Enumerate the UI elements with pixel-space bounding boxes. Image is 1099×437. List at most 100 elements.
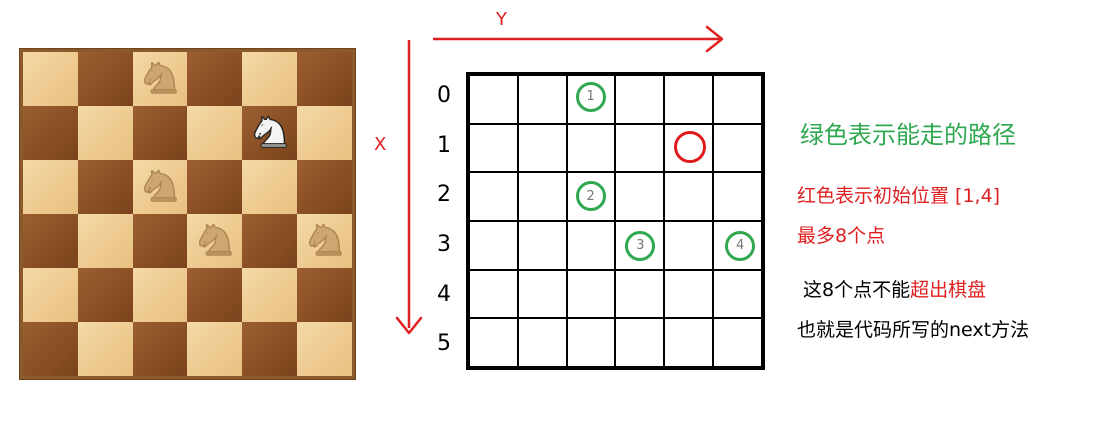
board-square [297,160,352,214]
grid-cell [566,318,616,367]
grid-cell [713,221,762,270]
ghost-knight-icon [139,163,181,211]
grid-cell [469,221,518,270]
move-marker: 1 [575,81,606,112]
board-square [132,106,188,160]
chessboard-frame [19,48,356,380]
legend-boundary: 这8个点不能超出棋盘 [803,275,986,302]
grid-cell [615,75,665,124]
board-square [242,160,298,214]
board-square [77,268,133,322]
x-axis-arrowhead [395,316,423,335]
ghost-knight-icon [139,55,181,103]
board-square [23,160,78,214]
board-square [242,322,298,376]
board-square [23,268,78,322]
x-axis-label: X [374,134,387,155]
grid-cell [517,221,567,270]
grid-cell [615,221,665,270]
row-label: 5 [437,331,451,357]
grid-cell [517,123,567,173]
board-square [23,52,78,106]
grid-cell [713,123,762,173]
legend-max-points: 最多8个点 [797,225,886,247]
board-square [187,106,243,160]
board-square [23,214,78,268]
ghost-knight-icon [304,217,346,265]
grid-cell [615,123,665,173]
grid-cell [615,172,665,221]
legend-green-path: 绿色表示能走的路径 [800,121,1016,149]
board-square [242,214,298,268]
y-axis-arrowhead [705,25,724,53]
grid-cell [469,318,518,367]
legend-code-note: 也就是代码所写的next方法 [797,319,1030,341]
row-label: 1 [437,132,451,158]
grid-cell [469,269,518,319]
grid-cell [517,318,567,367]
board-square [187,160,243,214]
grid-cell [713,318,762,367]
grid-cell [517,172,567,221]
board-square [132,52,188,106]
row-label: 2 [437,182,451,208]
row-label: 0 [437,82,451,108]
board-square [77,160,133,214]
grid-cell [566,269,616,319]
grid-cell [517,75,567,124]
legend-boundary-highlight: 超出棋盘 [910,279,987,301]
grid-cell [664,221,714,270]
grid-cell [566,123,616,173]
grid-cell [469,123,518,173]
start-marker [674,130,707,163]
board-square [297,106,352,160]
grid-cell [566,221,616,270]
ghost-knight-icon [194,217,236,265]
grid-cell [713,269,762,319]
grid-cell [664,318,714,367]
legend-red-start: 红色表示初始位置 [1,4] [797,185,1001,207]
board-square [297,214,352,268]
white-knight-icon [249,109,291,157]
grid-cell [615,269,665,319]
board-square [297,322,352,376]
board-square [297,268,352,322]
coordinate-grid [466,72,765,370]
board-square [297,52,352,106]
chessboard [23,52,352,376]
grid-cell [664,172,714,221]
board-square [132,160,188,214]
board-square [132,322,188,376]
move-marker: 2 [575,181,606,212]
grid-cell [566,75,616,124]
board-square [77,322,133,376]
board-square [187,268,243,322]
board-square [242,52,298,106]
board-square [132,214,188,268]
board-square [77,52,133,106]
grid-cell [713,75,762,124]
board-square [23,106,78,160]
row-label: 4 [437,281,451,307]
board-square [242,106,298,160]
grid-cell [566,172,616,221]
legend-boundary-prefix: 这8个点不能 [803,279,911,301]
grid-cell [664,269,714,319]
board-square [242,268,298,322]
grid-cell [664,75,714,124]
move-marker: 4 [725,230,756,261]
grid-cell [469,75,518,124]
board-square [187,52,243,106]
board-square [132,268,188,322]
grid-cell [713,172,762,221]
grid-cell [615,318,665,367]
board-square [187,214,243,268]
row-label: 3 [437,231,451,257]
board-square [77,214,133,268]
grid-cell [664,123,714,173]
board-square [77,106,133,160]
board-square [187,322,243,376]
grid-cell [517,269,567,319]
move-marker: 3 [625,230,656,261]
grid-cell [469,172,518,221]
